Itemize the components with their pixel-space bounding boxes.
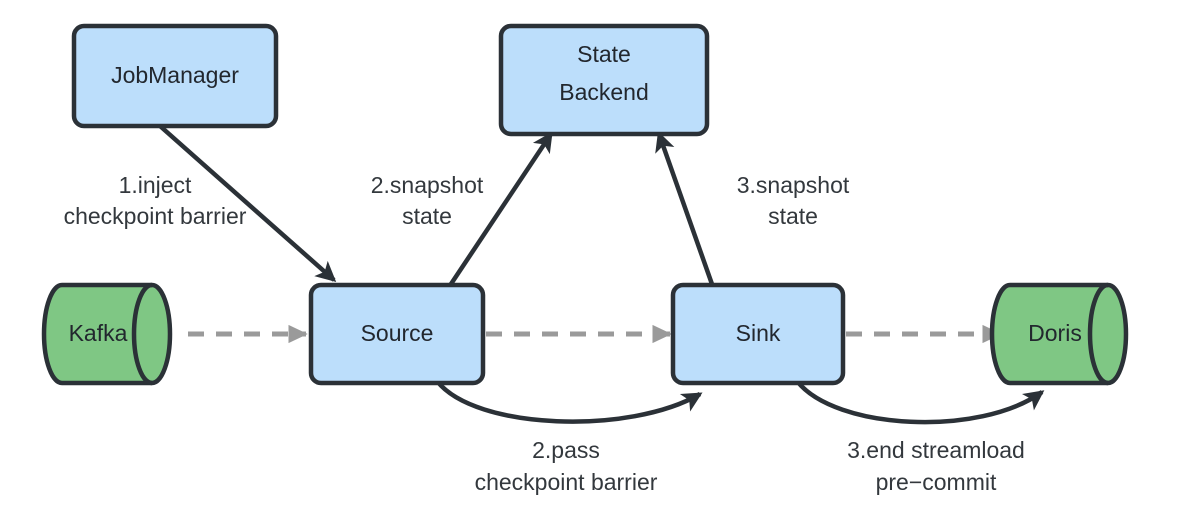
node-source[interactable]: Source — [308, 282, 486, 386]
control-edges — [158, 124, 1045, 425]
source-box[interactable] — [308, 282, 486, 386]
doris-cylinder-cap — [1087, 282, 1109, 386]
edge-inject-barrier — [158, 124, 337, 282]
snapshot-sink-line1: 3.snapshot — [737, 172, 850, 198]
node-sink[interactable]: Sink — [670, 282, 846, 386]
snapshot-source-line1: 2.snapshot — [371, 172, 484, 198]
end-streamload-line1: 3.end streamload — [847, 437, 1025, 463]
node-state-backend[interactable]: State Backend — [498, 23, 710, 137]
pass-barrier-line2: checkpoint barrier — [475, 469, 658, 495]
edge-snapshot-state-source — [447, 131, 553, 289]
kafka-label: Kafka — [69, 320, 128, 346]
doris-label: Doris — [1028, 320, 1082, 346]
inject-barrier-line1: 1.inject — [119, 172, 192, 198]
node-kafka[interactable]: Kafka — [41, 282, 173, 386]
edge-end-streamload — [795, 379, 1045, 425]
snapshot-sink-line2: state — [768, 203, 818, 229]
label-inject-barrier: 1.inject checkpoint barrier — [64, 172, 247, 229]
pass-barrier-line1: 2.pass — [532, 437, 600, 463]
sink-label: Sink — [736, 320, 781, 346]
node-doris[interactable]: Doris — [989, 282, 1129, 386]
state-backend-label-line1: State — [577, 41, 631, 67]
sink-box[interactable] — [670, 282, 846, 386]
node-jobmanager[interactable]: JobManager — [71, 23, 279, 129]
edge-pass-barrier — [435, 379, 703, 424]
snapshot-source-line2: state — [402, 203, 452, 229]
jobmanager-box[interactable] — [71, 23, 279, 129]
state-backend-box[interactable] — [498, 23, 710, 137]
source-label: Source — [361, 320, 434, 346]
kafka-cylinder-cap — [131, 282, 153, 386]
inject-barrier-line2: checkpoint barrier — [64, 203, 247, 229]
state-backend-label-line2: Backend — [559, 79, 649, 105]
jobmanager-label: JobManager — [111, 62, 239, 88]
edge-snapshot-state-sink — [655, 131, 716, 288]
label-pass-barrier: 2.pass checkpoint barrier — [475, 437, 658, 495]
end-streamload-line2: pre−commit — [876, 469, 997, 495]
label-snapshot-state-sink: 3.snapshot state — [737, 172, 850, 229]
label-end-streamload: 3.end streamload pre−commit — [847, 437, 1025, 495]
label-snapshot-state-source: 2.snapshot state — [371, 172, 484, 229]
